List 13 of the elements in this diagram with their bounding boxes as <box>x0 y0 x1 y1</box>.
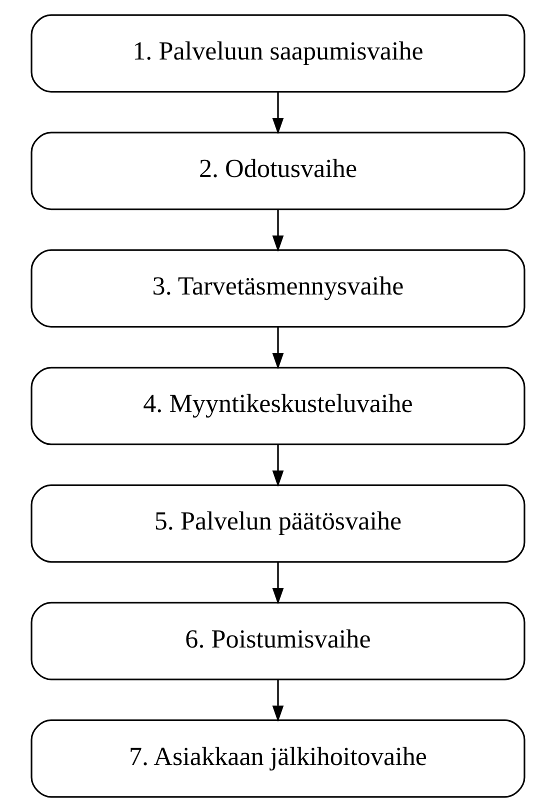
node-box: 1. Palveluun saapumisvaihe <box>30 14 525 93</box>
node-box: 5. Palvelun päätösvaihe <box>30 484 525 563</box>
node-box: 7. Asiakkaan jälkihoitovaihe <box>30 719 525 798</box>
arrow <box>272 444 284 487</box>
arrow <box>272 679 284 722</box>
node-box: 4. Myyntikeskusteluvaihe <box>30 366 525 446</box>
node-box: 6. Poistumisvaihe <box>30 602 525 680</box>
arrow <box>272 326 284 370</box>
node-box: 3. Tarvetäsmennysvaihe <box>30 249 525 328</box>
arrow <box>272 92 284 134</box>
arrow <box>272 562 284 604</box>
arrow <box>272 209 284 252</box>
node-box: 2. Odotusvaihe <box>30 132 525 210</box>
